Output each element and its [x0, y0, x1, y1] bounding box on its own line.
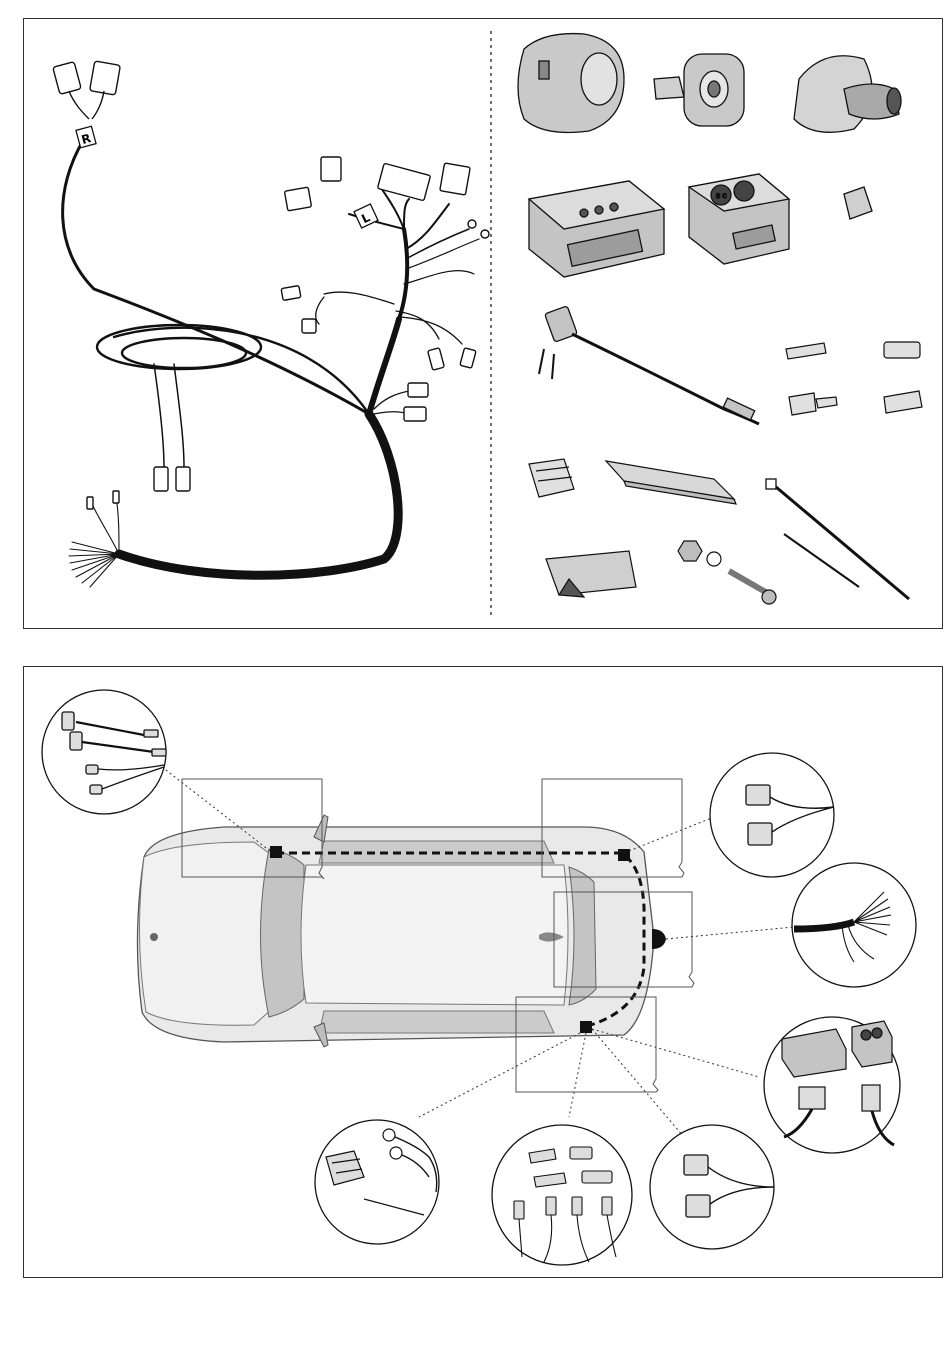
- cable-ties: [766, 479, 909, 599]
- detail-control-module: [764, 1017, 900, 1153]
- control-module-large: [529, 181, 664, 277]
- fuse-holder-cable: [539, 306, 759, 424]
- car-side-window-right: [319, 1011, 554, 1033]
- car-roof: [301, 865, 568, 1005]
- front-emblem: [150, 933, 158, 941]
- detail-rear-connectors: [710, 753, 834, 877]
- car-top-view: [137, 815, 654, 1047]
- harness-left-tag: L: [354, 204, 378, 228]
- junction-rear-left: [618, 849, 630, 861]
- wiring-harness: [63, 139, 479, 587]
- installation-layout-panel: [23, 666, 943, 1278]
- car-hood: [139, 842, 274, 1025]
- detail-side-connector: [650, 1125, 774, 1249]
- installation-layout-drawing: [24, 667, 944, 1279]
- crimp-terminals: [786, 342, 922, 415]
- kit-contents-drawing: R L E C: [24, 19, 944, 630]
- harness-right-tag: R: [76, 126, 96, 148]
- junction-rear-right: [580, 1021, 592, 1033]
- svg-text:E C: E C: [716, 193, 727, 200]
- instruction-sheet: [606, 461, 736, 504]
- kit-contents-panel: R L E C: [23, 18, 943, 629]
- detail-wire-fan: [792, 863, 916, 987]
- towbar-socket-13pin: [518, 34, 624, 133]
- detail-ground-splice: [315, 1120, 439, 1244]
- junction-front: [270, 846, 282, 858]
- wire-splice-connectors: [529, 459, 574, 497]
- detail-terminals: [492, 1125, 632, 1265]
- socket-rubber-seal: [794, 56, 901, 133]
- car-windscreen: [261, 849, 305, 1017]
- control-module-small: E C: [689, 174, 789, 264]
- harness-connectors: [53, 61, 489, 509]
- socket-mounting-plate: [654, 54, 744, 126]
- towbar-socket-marker: [652, 929, 666, 949]
- detail-fuse-connections: [42, 690, 166, 814]
- adhesive-label: [546, 551, 636, 597]
- nut-bolt-washer: [678, 541, 776, 604]
- small-terminal-block: [844, 187, 872, 219]
